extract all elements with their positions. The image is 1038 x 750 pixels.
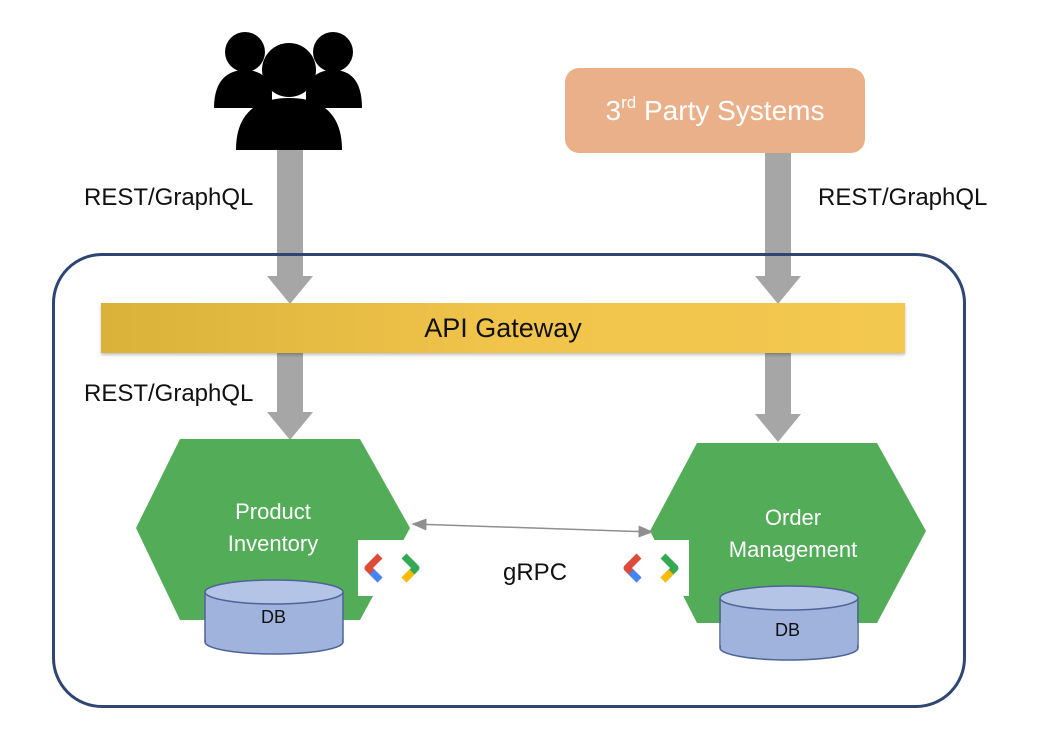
arrow-gateway-to-product — [267, 353, 313, 440]
users-group-icon — [214, 32, 362, 150]
product-inventory-hexagon — [136, 439, 410, 620]
grpc-logo-icon — [358, 540, 430, 596]
grpc-logo-icon — [617, 540, 689, 596]
order-management-line1: Order — [764, 505, 822, 530]
third-party-systems-box: 3rd Party Systems — [565, 68, 865, 153]
product-db-label: DB — [261, 607, 287, 627]
arrow-gateway-to-order — [755, 353, 801, 442]
rest-graphql-label-users: REST/GraphQL — [84, 184, 254, 211]
grpc-label: gRPC — [503, 559, 568, 586]
system-boundary — [52, 253, 966, 708]
order-management-line2: Management — [728, 537, 858, 562]
order-db-label: DB — [775, 620, 801, 640]
api-gateway-bar: API Gateway — [101, 303, 905, 353]
order-management-label: Order Management — [708, 502, 878, 566]
api-gateway-label: API Gateway — [424, 312, 582, 343]
order-db-cylinder — [719, 585, 859, 661]
third-party-label: 3rd Party Systems — [605, 92, 825, 126]
product-db-cylinder — [204, 579, 344, 655]
arrow-thirdparty-to-gateway — [755, 153, 801, 304]
product-inventory-label: Product Inventory — [193, 496, 353, 560]
rest-graphql-label-thirdparty: REST/GraphQL — [818, 184, 988, 211]
product-inventory-line1: Product — [235, 499, 311, 524]
product-inventory-line2: Inventory — [227, 531, 319, 556]
order-management-hexagon — [650, 443, 926, 623]
grpc-connector — [411, 518, 654, 538]
rest-graphql-label-gateway: REST/GraphQL — [84, 380, 254, 407]
arrow-users-to-gateway — [267, 150, 313, 304]
